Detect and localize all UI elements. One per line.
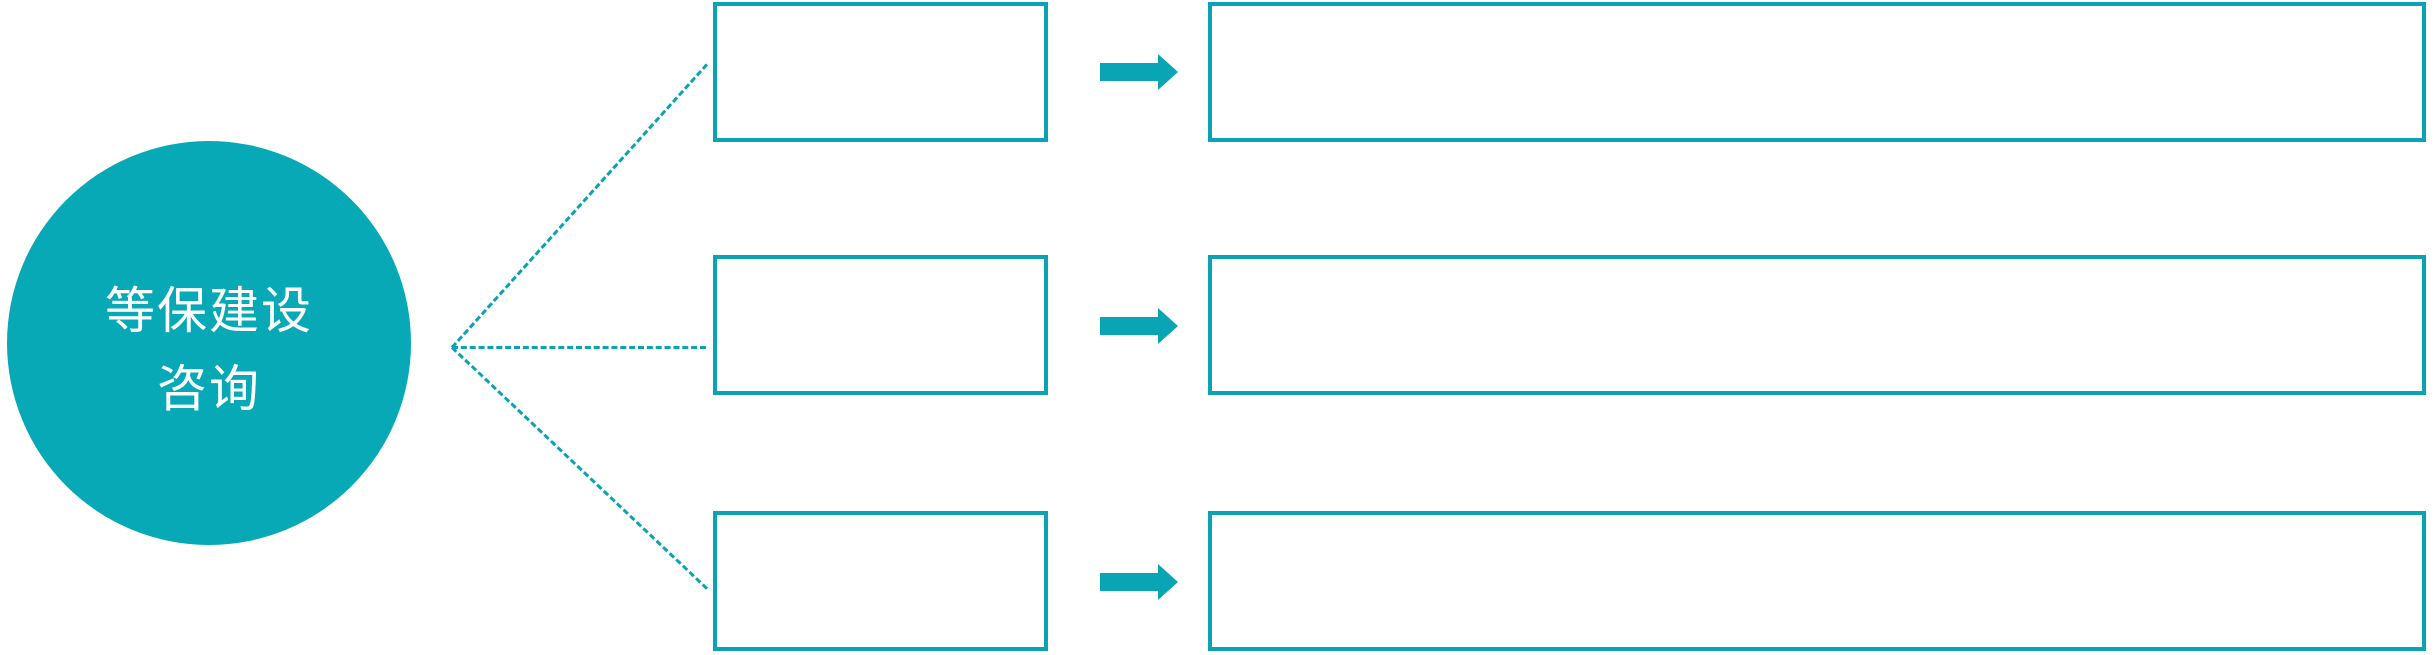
step-box-1-label (717, 6, 1044, 138)
hub-circle-label: 等保建设咨询 (105, 258, 313, 428)
detail-box-3 (1208, 511, 2426, 651)
arrow-right-icon (1100, 564, 1178, 600)
detail-box-2-label (1212, 259, 2422, 391)
detail-box-1-label (1212, 6, 2422, 138)
hub-label-line2: 咨询 (157, 361, 261, 417)
detail-box-3-label (1212, 515, 2422, 647)
dotted-connector-top (450, 63, 709, 349)
arrow-right-icon (1100, 308, 1178, 344)
step-box-2 (713, 255, 1048, 395)
dotted-connector-bottom (450, 346, 709, 590)
hub-circle: 等保建设咨询 (7, 141, 411, 545)
detail-box-2 (1208, 255, 2426, 395)
step-box-3 (713, 511, 1048, 651)
step-box-3-label (717, 515, 1044, 647)
step-box-1 (713, 2, 1048, 142)
detail-box-1 (1208, 2, 2426, 142)
dotted-connector-middle (452, 346, 706, 349)
arrow-right-icon (1100, 54, 1178, 90)
step-box-2-label (717, 259, 1044, 391)
hub-label-line1: 等保建设 (105, 283, 313, 339)
